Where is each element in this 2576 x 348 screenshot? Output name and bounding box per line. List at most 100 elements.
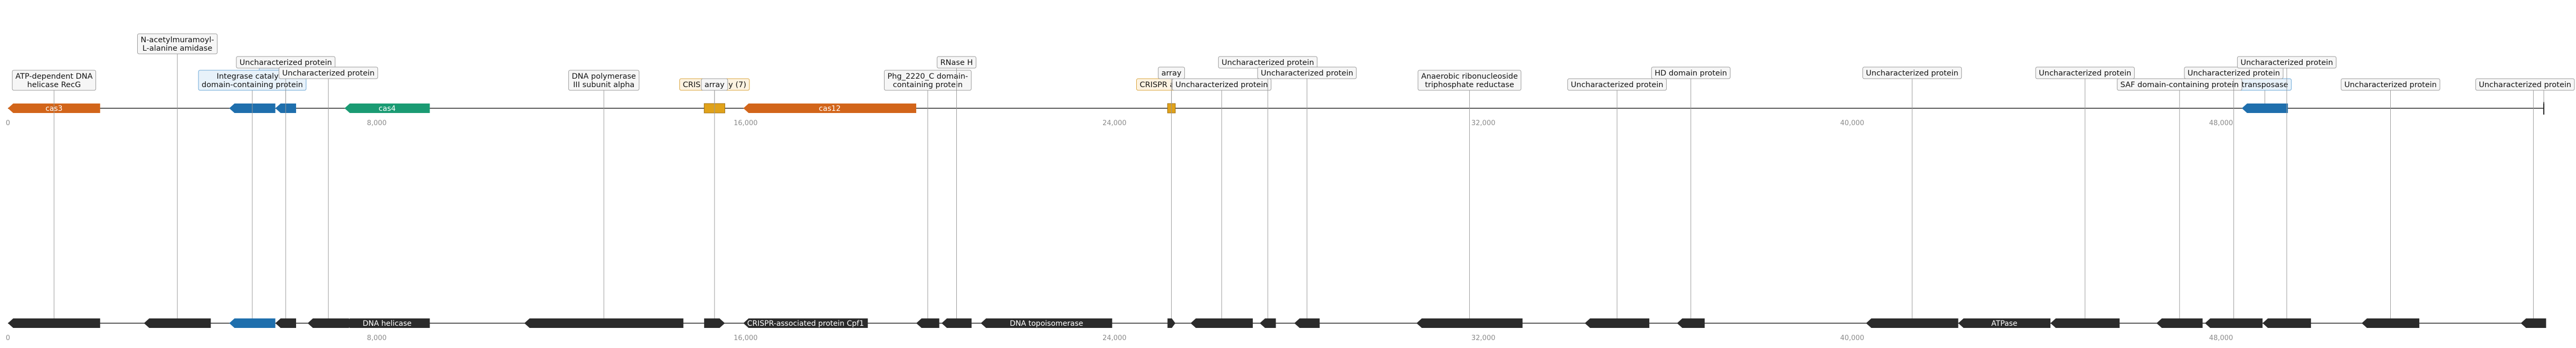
axis-tick-label: 8,000 — [367, 334, 386, 342]
gene-dna-helicase[interactable]: DNA helicase — [344, 318, 430, 328]
gene-arrow[interactable] — [2521, 318, 2546, 328]
gene-label: Uncharacterized protein — [2344, 81, 2437, 89]
label-box — [883, 70, 972, 91]
gene-arrow[interactable] — [2263, 318, 2311, 328]
gene-arrow[interactable] — [344, 318, 430, 328]
gene-label: transposase — [2241, 81, 2288, 89]
gene-arrow[interactable] — [1958, 318, 2051, 328]
gene-arrow[interactable] — [8, 318, 100, 328]
gene-arrow[interactable] — [275, 318, 297, 328]
label-box — [1418, 70, 1522, 91]
gene-transposase[interactable]: transposase — [2238, 78, 2292, 113]
gene-label: triphosphate reductase — [1425, 81, 1514, 89]
label-box — [701, 78, 728, 91]
gene-arrow[interactable] — [344, 104, 430, 113]
axis-tick-label: 16,000 — [734, 119, 758, 127]
gene-arrow[interactable] — [1190, 318, 1253, 328]
gene-label: SAF domain-containing protein — [2121, 81, 2239, 89]
gene-saf-domain-containing-protein[interactable]: SAF domain-containing protein — [2117, 78, 2242, 328]
gene-label: Uncharacterized protein — [2188, 69, 2280, 78]
gene-arrow[interactable] — [1677, 318, 1705, 328]
gene-inline-label: ATPase — [1991, 319, 2017, 328]
gene-arrow[interactable] — [1167, 318, 1176, 328]
gene-uncharacterized-protein[interactable]: Uncharacterized protein — [279, 67, 378, 328]
gene-label: containing protein — [893, 81, 963, 89]
gene-uncharacterized-protein[interactable]: Uncharacterized protein — [1218, 56, 1318, 328]
gene-arrow[interactable] — [2204, 318, 2263, 328]
axis-tick-label: 48,000 — [2209, 119, 2233, 127]
gene-arrow[interactable] — [2361, 318, 2420, 328]
gene-arrow[interactable] — [1259, 318, 1276, 328]
gene-arrow[interactable] — [2156, 318, 2203, 328]
gene-uncharacterized-protein[interactable]: Uncharacterized protein — [1172, 78, 1271, 328]
gene-label: RNase H — [940, 59, 973, 67]
gene-arrow[interactable] — [1866, 318, 1959, 328]
gene-arrow[interactable] — [743, 104, 917, 113]
label-box — [279, 67, 378, 79]
axis-tick-label: 8,000 — [367, 119, 386, 127]
gene-label: Uncharacterized protein — [1222, 59, 1314, 67]
gene-label: Uncharacterized protein — [1175, 81, 1268, 89]
gene-label: Uncharacterized protein — [2240, 59, 2333, 67]
axis-tick-label: 32,000 — [1471, 119, 1496, 127]
axis-tick-label: 16,000 — [734, 334, 758, 342]
gene-rnase-h[interactable]: RNase H — [937, 56, 976, 328]
gene-label: Uncharacterized protein — [1866, 69, 1959, 78]
gene-crispr-associated-protein-cpf1[interactable]: CRISPR-associated protein Cpf1 — [743, 318, 868, 328]
gene-arrow[interactable] — [2241, 104, 2288, 113]
gene-inline-label: cas4 — [378, 105, 396, 113]
gene-array[interactable]: array — [1158, 67, 1185, 328]
label-box — [2475, 78, 2575, 91]
gene-cas12[interactable]: cas12 — [743, 104, 917, 113]
label-box — [2184, 67, 2284, 79]
gene-label: helicase RecG — [27, 81, 81, 89]
gene-arrow[interactable] — [1416, 318, 1523, 328]
gene-atpase[interactable]: ATPase — [1958, 318, 2051, 328]
label-box — [1862, 67, 1962, 79]
gene-label: array — [705, 81, 725, 89]
gene-label: Uncharacterized protein — [240, 59, 332, 67]
label-box — [1567, 78, 1667, 91]
gene-arrow[interactable] — [981, 318, 1113, 328]
gene-dna-topoisomerase[interactable]: DNA topoisomerase — [981, 318, 1113, 328]
gene-cas4[interactable]: cas4 — [344, 104, 430, 113]
gene-hd-domain-protein[interactable]: HD domain protein — [1651, 67, 1731, 328]
axis-tick-label: 40,000 — [1840, 119, 1865, 127]
gene-arrow[interactable] — [307, 318, 349, 328]
gene-label: ATP-dependent DNA — [15, 72, 92, 81]
gene-uncharacterized-protein[interactable]: Uncharacterized protein — [1567, 78, 1667, 328]
gene-phg-2220-c-domain-containing-protein[interactable]: Phg_2220_C domain-containing protein — [883, 70, 972, 328]
gene-arrow[interactable] — [916, 318, 939, 328]
gene-arrow[interactable] — [942, 318, 972, 328]
gene-uncharacterized-protein[interactable]: Uncharacterized protein — [1862, 67, 1962, 328]
gene-n-acetylmuramoyl-l-alanine-amidase[interactable]: N-acetylmuramoyl-L-alanine amidase — [137, 33, 218, 328]
label-box — [1257, 67, 1357, 79]
gene-label: L-alanine amidase — [142, 44, 212, 53]
gene-uncharacterized-protein[interactable]: Uncharacterized protein — [2184, 67, 2284, 328]
gene-array[interactable]: array — [701, 78, 728, 328]
gene-inline-label: DNA helicase — [363, 319, 412, 328]
label-box — [1172, 78, 1271, 91]
label-box — [12, 70, 97, 91]
gene-uncharacterized-protein[interactable]: Uncharacterized protein — [2237, 56, 2337, 328]
gene-uncharacterized-protein[interactable]: Uncharacterized protein — [2035, 67, 2135, 328]
gene-arrow[interactable] — [2050, 318, 2120, 328]
gene-arrow[interactable] — [144, 318, 211, 328]
gene-arrow[interactable] — [1584, 318, 1650, 328]
gene-inline-label: CRISPR-associated protein Cpf1 — [747, 319, 864, 328]
gene-uncharacterized-protein[interactable]: Uncharacterized protein — [2475, 78, 2575, 328]
gene-arrow[interactable] — [1294, 318, 1320, 328]
gene-uncharacterized-protein[interactable]: Uncharacterized protein — [2341, 78, 2440, 328]
gene-uncharacterized-protein[interactable]: Uncharacterized protein — [236, 56, 336, 328]
gene-inline-label: DNA topoisomerase — [1010, 319, 1083, 328]
gene-arrow[interactable] — [229, 318, 275, 328]
gene-uncharacterized-protein[interactable]: Uncharacterized protein — [1257, 67, 1357, 328]
gene-arrow[interactable] — [524, 318, 683, 328]
gene-label: domain-containing protein — [202, 81, 303, 89]
gene-arrow[interactable] — [743, 318, 868, 328]
gene-label: Uncharacterized protein — [282, 69, 375, 78]
gene-arrow[interactable] — [704, 318, 725, 328]
